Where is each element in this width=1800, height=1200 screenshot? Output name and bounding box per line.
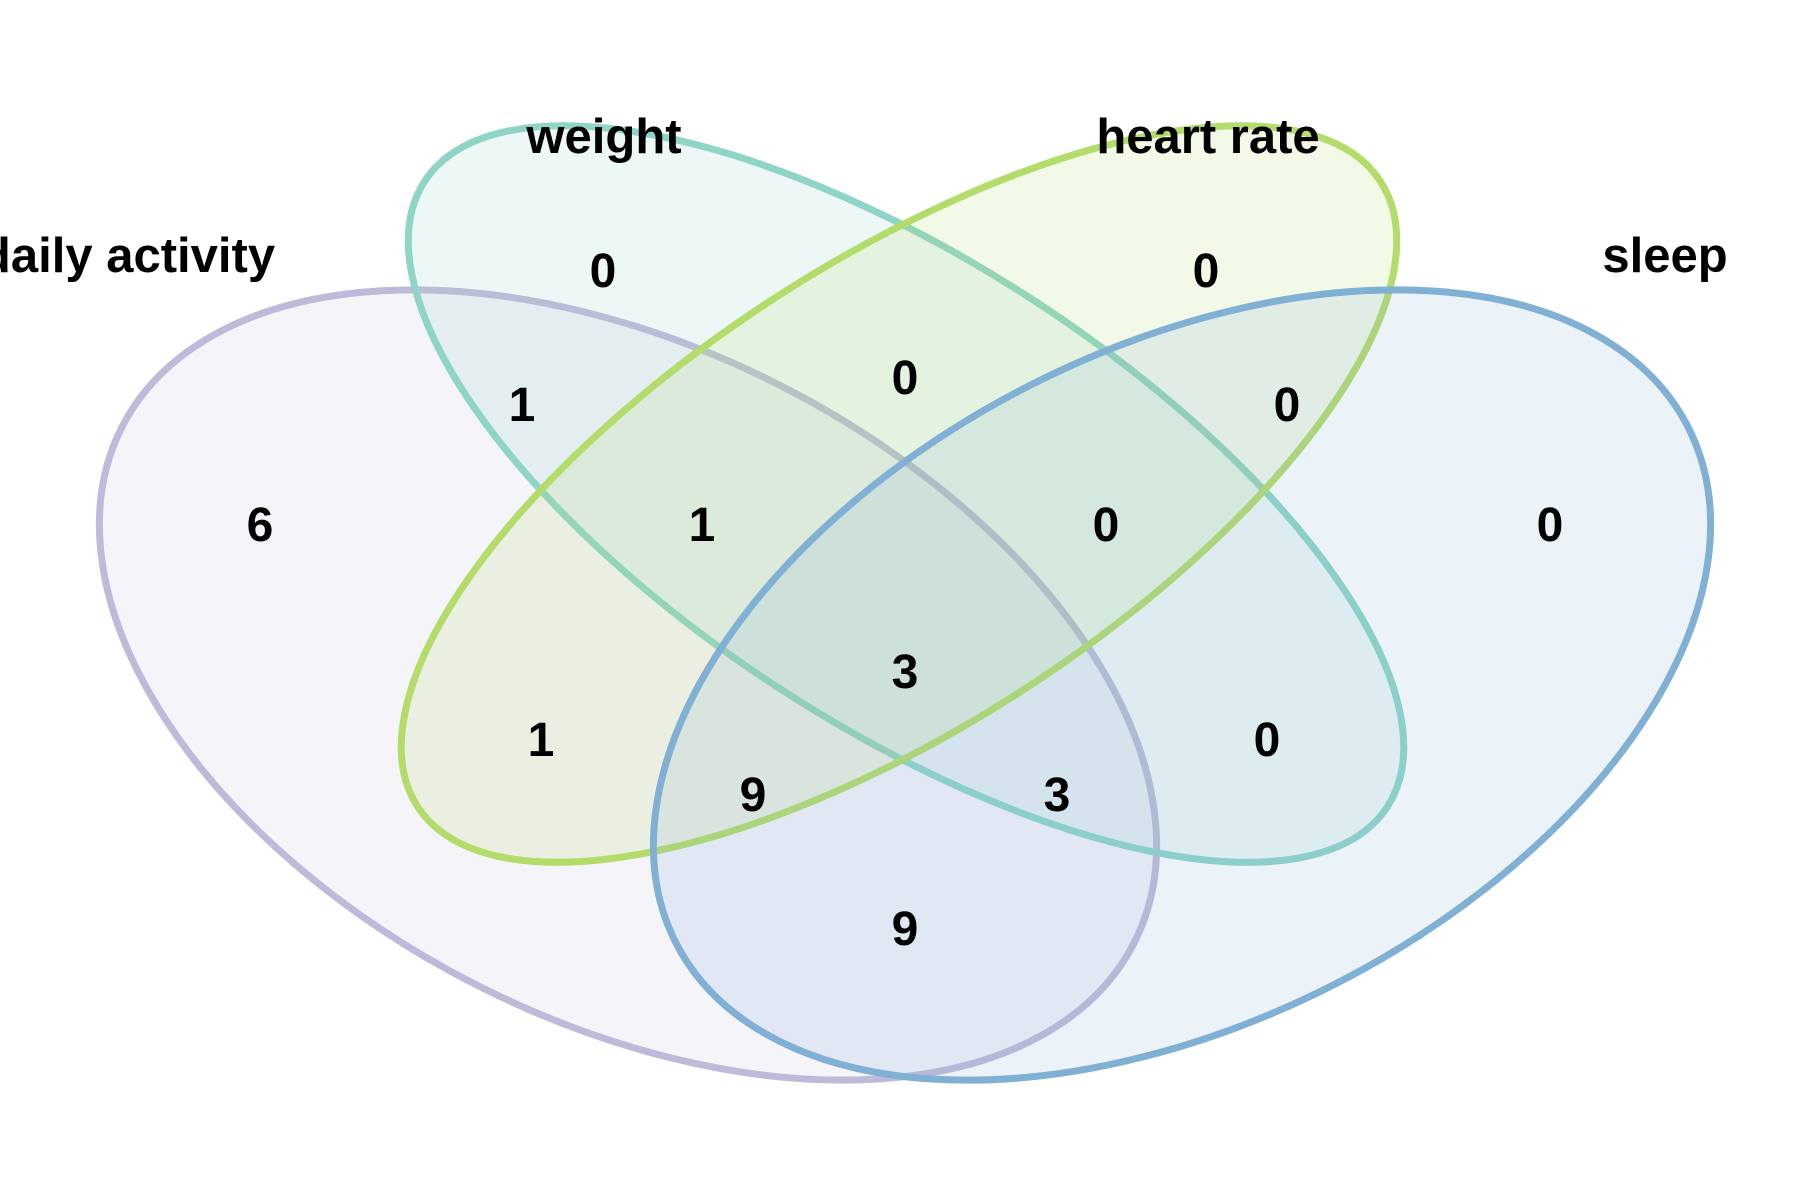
set-ellipse-weight <box>404 122 1408 866</box>
set-label-sleep: sleep <box>1602 229 1727 283</box>
region-counts: 6 0 0 0 1 0 0 1 0 1 0 3 9 3 9 <box>247 245 1564 956</box>
region-count: 6 <box>247 499 274 552</box>
set-ellipse-daily-activity <box>95 286 1161 1084</box>
set-ellipse-heart-rate <box>397 122 1401 866</box>
region-count: 3 <box>1044 769 1071 822</box>
region-count: 0 <box>892 352 919 405</box>
region-count: 9 <box>892 903 919 956</box>
set-label-heart-rate: heart rate <box>1096 110 1319 164</box>
region-count: 1 <box>509 379 536 432</box>
region-count: 9 <box>740 769 767 822</box>
set-label-daily-activity: daily activity <box>0 229 275 283</box>
region-count: 0 <box>590 245 617 298</box>
region-count: 0 <box>1093 499 1120 552</box>
set-labels: daily activity weight heart rate sleep <box>0 110 1728 283</box>
region-count: 0 <box>1537 499 1564 552</box>
region-count: 0 <box>1254 714 1281 767</box>
set-label-weight: weight <box>525 110 681 164</box>
region-count: 1 <box>528 714 555 767</box>
set-ellipse-sleep <box>649 286 1715 1084</box>
region-count: 1 <box>689 499 716 552</box>
region-count: 3 <box>892 646 919 699</box>
region-count: 0 <box>1274 379 1301 432</box>
region-count: 0 <box>1193 245 1220 298</box>
